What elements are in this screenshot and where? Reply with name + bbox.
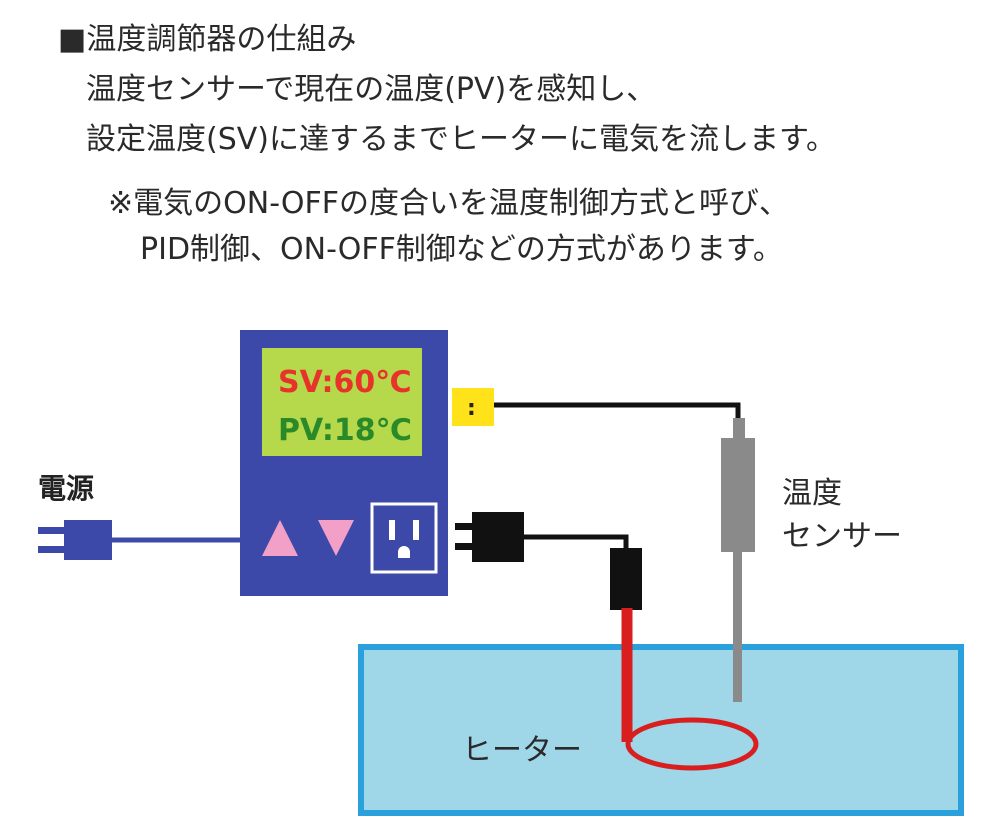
description-line-2: 設定温度(SV)に達するまでヒーターに電気を流します。 bbox=[86, 122, 836, 157]
controller-display bbox=[262, 348, 422, 456]
sv-readout: SV:60℃ bbox=[278, 365, 412, 400]
note-line-2: PID制御、ON-OFF制御などの方式があります。 bbox=[140, 232, 783, 267]
note-line-1: ※電気のON-OFFの度合いを温度制御方式と呼び、 bbox=[108, 186, 789, 221]
up-arrow-button bbox=[262, 520, 298, 556]
down-arrow-button bbox=[318, 520, 354, 556]
sensor-label-line1: 温度 bbox=[782, 476, 842, 511]
outlet-icon bbox=[370, 502, 438, 574]
sensor-connector bbox=[452, 388, 494, 426]
sensor-connector-label: : bbox=[467, 396, 476, 421]
power-plug-icon bbox=[38, 520, 112, 560]
heater-plug-icon bbox=[455, 512, 524, 562]
pv-readout: PV:18℃ bbox=[278, 413, 412, 448]
power-label: 電源 bbox=[38, 472, 94, 505]
sensor-label-line2: センサー bbox=[782, 519, 902, 554]
section-heading: ■温度調節器の仕組み bbox=[58, 22, 357, 57]
heater-cable bbox=[524, 534, 629, 550]
sensor-cable bbox=[494, 402, 741, 420]
water-tank bbox=[358, 644, 964, 816]
temperature-sensor bbox=[721, 418, 755, 702]
heater-connector bbox=[610, 548, 642, 610]
description-line-1: 温度センサーで現在の温度(PV)を感知し、 bbox=[86, 72, 657, 107]
heater-element bbox=[621, 608, 759, 771]
heater-label: ヒーター bbox=[462, 733, 582, 768]
